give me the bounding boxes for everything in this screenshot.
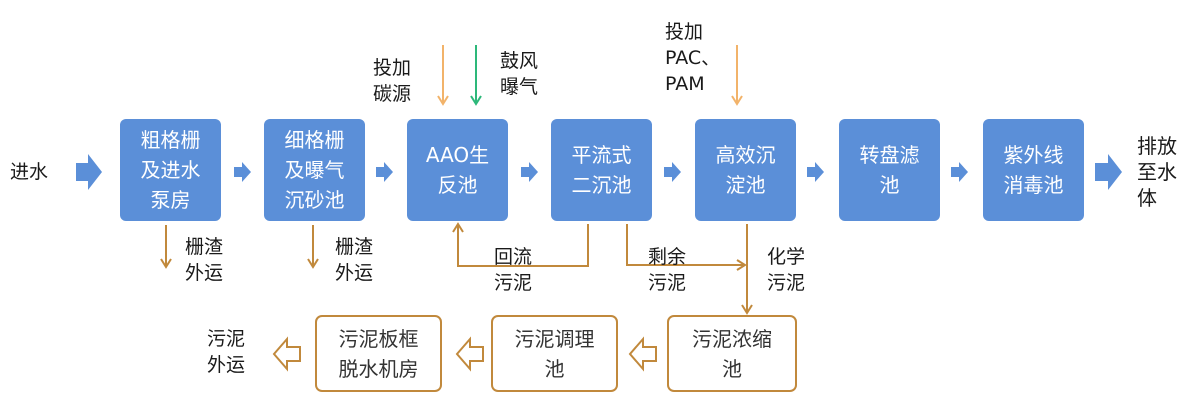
process-disc-filter-label: 转盘滤 池 [859, 143, 920, 197]
pac-pam-dosing-label: 投加 PAC、 PAM [665, 21, 721, 95]
sludge-arrow-3 [272, 336, 301, 372]
aeration-label: 鼓风 曝气 [500, 50, 539, 98]
excess-sludge-line [626, 224, 743, 266]
arrow-outflow [1095, 154, 1122, 190]
return-sludge-line [457, 224, 589, 267]
arrow-step3-step4 [521, 162, 538, 182]
arrow-inflow [76, 154, 102, 190]
process-aao-reactor-label: AAO生 反池 [425, 143, 490, 197]
sludge-dewatering-room-label: 污泥板框 脱水机房 [338, 326, 419, 381]
process-aao-reactor: AAO生 反池 [407, 119, 508, 221]
process-secondary-clarifier-label: 平流式 二沉池 [571, 143, 632, 197]
sludge-thickening-tank: 污泥浓缩 池 [667, 315, 797, 392]
inflow-label: 进水 [10, 161, 49, 183]
carbon-dosing-label: 投加 碳源 [373, 57, 412, 105]
sludge-conditioning-tank-label: 污泥调理 池 [514, 326, 595, 381]
arrow-step1-step2 [234, 162, 251, 182]
process-fine-screen-label: 细格栅 及曝气 沉砂池 [284, 128, 345, 212]
process-uv-disinfection: 紫外线 消毒池 [983, 119, 1084, 221]
process-fine-screen: 细格栅 及曝气 沉砂池 [264, 119, 365, 221]
sludge-thickening-tank-label: 污泥浓缩 池 [692, 326, 772, 381]
return-sludge-label: 回流 污泥 [494, 246, 533, 294]
arrow-step6-step7 [951, 162, 968, 182]
outflow-label: 排放 至水 体 [1137, 134, 1177, 210]
process-disc-filter: 转盘滤 池 [839, 119, 940, 221]
process-coarse-screen-label: 粗格栅 及进水 泵房 [140, 128, 201, 212]
process-high-efficiency-sedimentation-label: 高效沉 淀池 [715, 143, 776, 197]
excess-sludge-label: 剩余 污泥 [648, 246, 687, 294]
screenings-label-1: 栅渣 外运 [185, 236, 224, 284]
sludge-arrow-1 [628, 336, 657, 372]
arrow-step2-step3 [376, 162, 393, 182]
sludge-arrow-2 [455, 336, 484, 372]
sludge-conditioning-tank: 污泥调理 池 [491, 315, 618, 392]
sludge-dewatering-room: 污泥板框 脱水机房 [315, 315, 442, 392]
screenings-label-2: 栅渣 外运 [335, 236, 374, 284]
arrow-step5-step6 [807, 162, 824, 182]
process-coarse-screen: 粗格栅 及进水 泵房 [120, 119, 221, 221]
process-uv-disinfection-label: 紫外线 消毒池 [1003, 143, 1064, 197]
process-high-efficiency-sedimentation: 高效沉 淀池 [695, 119, 796, 221]
process-secondary-clarifier: 平流式 二沉池 [551, 119, 652, 221]
sludge-output-label: 污泥 外运 [207, 328, 246, 376]
chemical-sludge-label: 化学 污泥 [767, 246, 806, 294]
arrow-step4-step5 [664, 162, 681, 182]
